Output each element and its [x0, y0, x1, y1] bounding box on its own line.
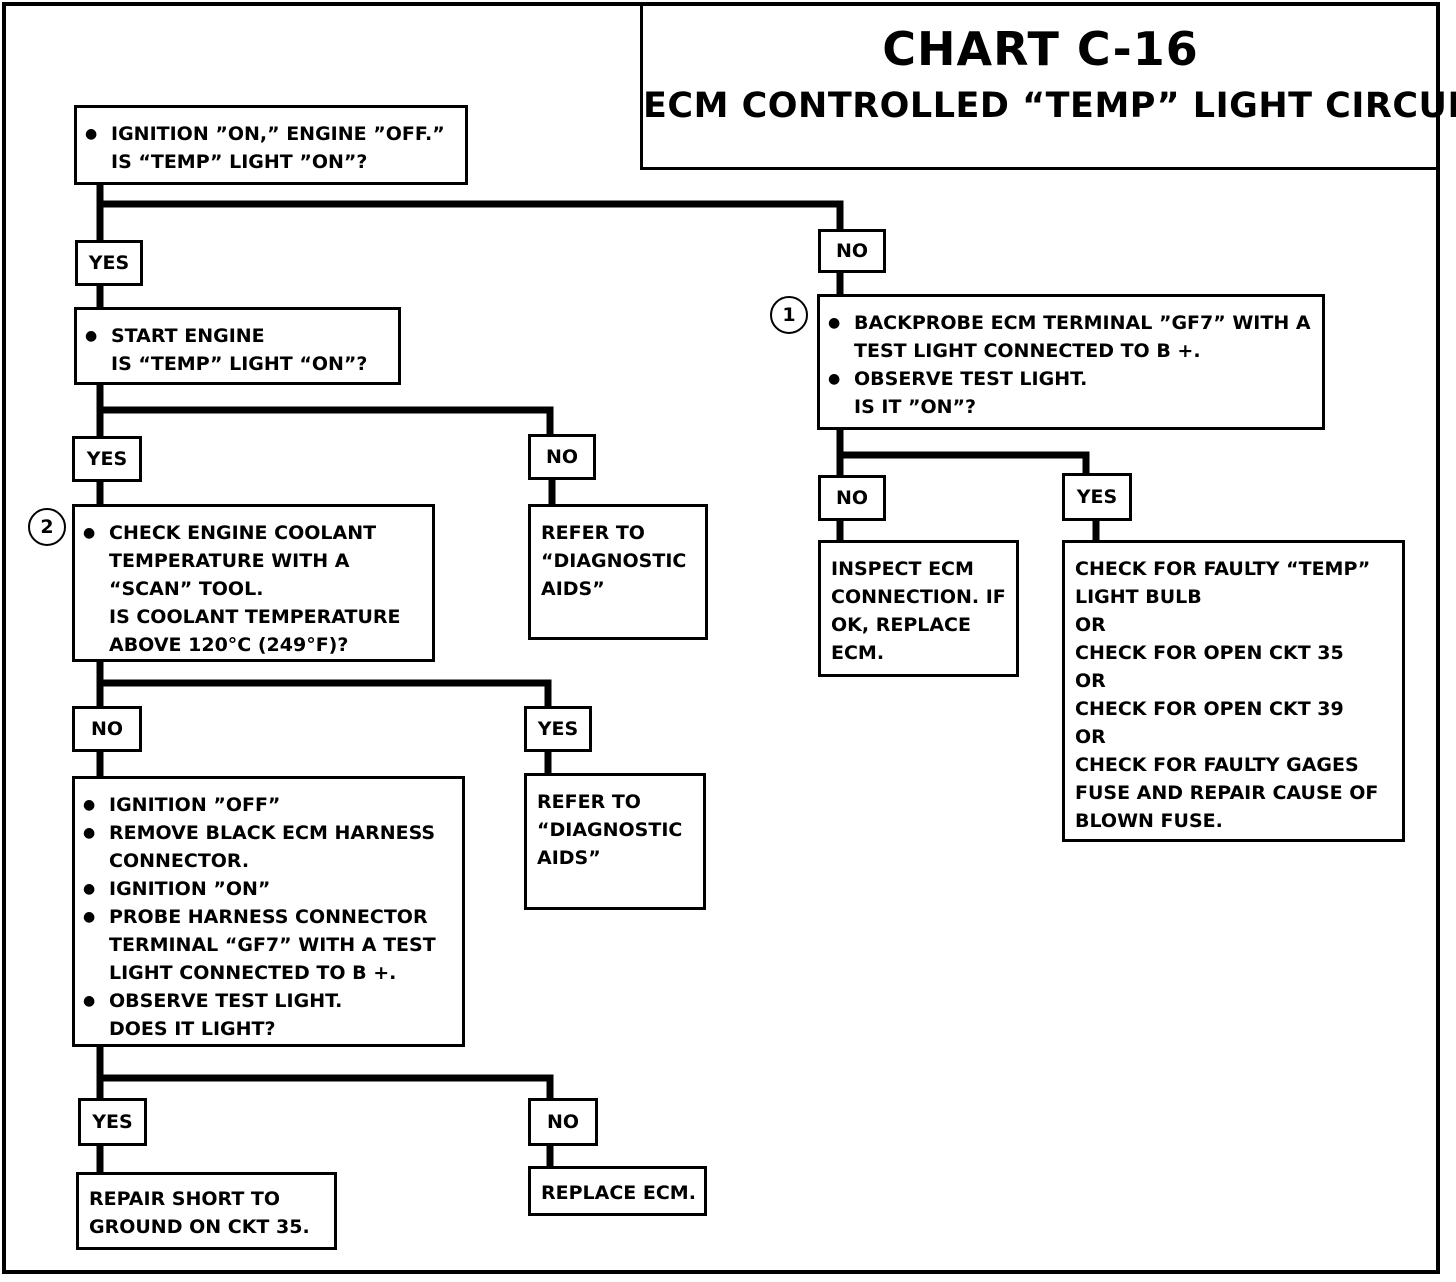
connector-harness-split: [96, 1042, 554, 1102]
bullet-item: OBSERVE TEST LIGHT. DOES IT LIGHT?: [75, 987, 462, 1043]
bullet-item: IGNITION ”ON,” ENGINE ”OFF.” IS “TEMP” L…: [77, 120, 465, 176]
label-no: NO: [528, 434, 596, 480]
bullet-item: PROBE HARNESS CONNECTOR TERMINAL “GF7” W…: [75, 903, 462, 987]
step-inspect-ecm: INSPECT ECM CONNECTION. IF OK, REPLACE E…: [818, 540, 1019, 677]
label-yes: YES: [78, 1098, 147, 1146]
label-no: NO: [528, 1098, 598, 1146]
label-yes: YES: [75, 240, 143, 286]
bullet-item: BACKPROBE ECM TERMINAL ”GF7” WITH A TEST…: [820, 309, 1322, 365]
step-number-badge: 2: [28, 508, 66, 546]
label-no: NO: [818, 475, 886, 521]
title-block: CHART C-16 ECM CONTROLLED “TEMP” LIGHT C…: [640, 2, 1456, 170]
bullet-item: REMOVE BLACK ECM HARNESS CONNECTOR.: [75, 819, 462, 875]
step-number-badge: 1: [770, 296, 808, 334]
label-yes: YES: [1062, 473, 1132, 521]
label-yes: YES: [524, 706, 592, 752]
step-replace-ecm: REPLACE ECM.: [528, 1166, 707, 1216]
step-repair-short: REPAIR SHORT TO GROUND ON CKT 35.: [76, 1172, 337, 1250]
step-start-engine: START ENGINE IS “TEMP” LIGHT “ON”?: [74, 307, 401, 385]
step-refer-diagnostic-aids: REFER TO “DIAGNOSTIC AIDS”: [524, 773, 706, 910]
label-no: NO: [72, 706, 142, 752]
chart-subtitle: ECM CONTROLLED “TEMP” LIGHT CIRCUIT: [643, 86, 1456, 126]
label-no: NO: [818, 229, 886, 273]
chart-frame: [2, 2, 1440, 1274]
chart-title: CHART C-16: [882, 22, 1199, 76]
label-yes: YES: [72, 436, 142, 482]
connector-coolant-split: [96, 657, 552, 710]
connector-start-split: [96, 379, 554, 440]
step-backprobe: BACKPROBE ECM TERMINAL ”GF7” WITH A TEST…: [817, 294, 1325, 430]
connector-root-split: [96, 180, 844, 242]
bullet-item: CHECK ENGINE COOLANT TEMPERATURE WITH A …: [75, 519, 432, 659]
step-ignition-check: IGNITION ”ON,” ENGINE ”OFF.” IS “TEMP” L…: [74, 105, 468, 185]
step-coolant-check: CHECK ENGINE COOLANT TEMPERATURE WITH A …: [72, 504, 435, 662]
step-check-faulty-components: CHECK FOR FAULTY “TEMP” LIGHT BULB OR CH…: [1062, 540, 1405, 842]
step-refer-diagnostic-aids: REFER TO “DIAGNOSTIC AIDS”: [528, 504, 708, 640]
bullet-item: OBSERVE TEST LIGHT. IS IT ”ON”?: [820, 365, 1322, 421]
bullet-item: START ENGINE IS “TEMP” LIGHT “ON”?: [77, 322, 398, 378]
connector-backprobe-split: [836, 424, 1090, 479]
step-harness-test: IGNITION ”OFF” REMOVE BLACK ECM HARNESS …: [72, 776, 465, 1047]
bullet-item: IGNITION ”OFF”: [75, 791, 462, 819]
bullet-item: IGNITION ”ON”: [75, 875, 462, 903]
